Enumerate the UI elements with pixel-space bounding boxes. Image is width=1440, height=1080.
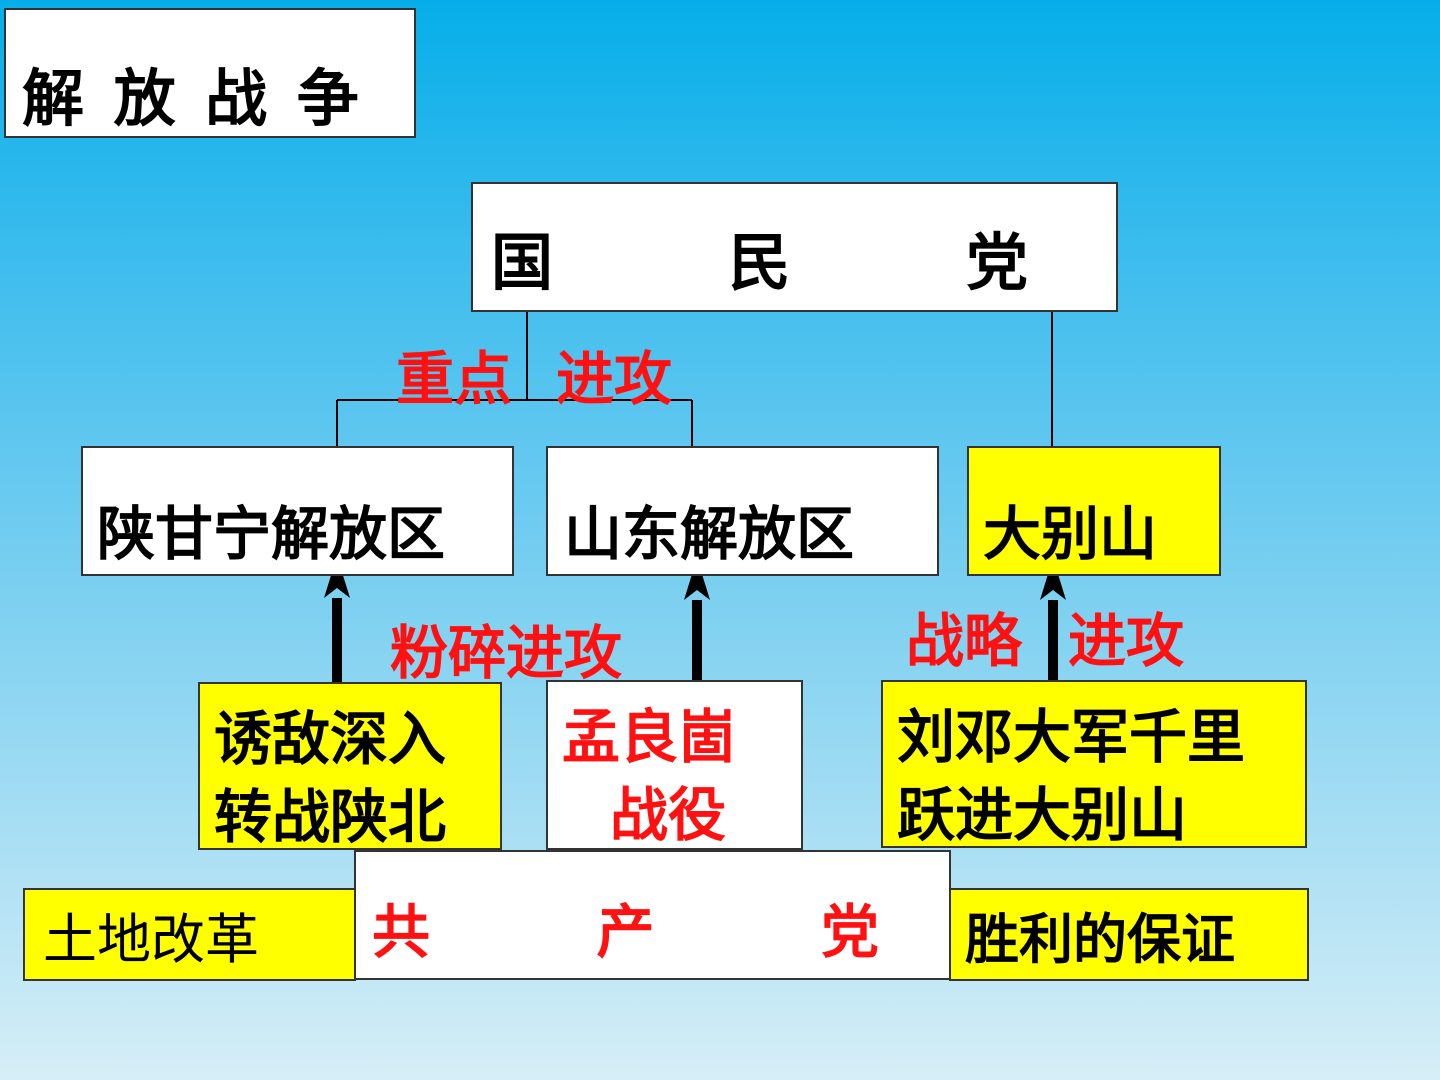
event-lure-line-1: 诱敌深入 xyxy=(214,705,447,773)
kmt-box: 国 民 党 xyxy=(471,182,1118,312)
event-lure-line-2: 转战陕北 xyxy=(214,783,447,852)
strategic-label-1: 战略 xyxy=(906,607,1023,675)
region-dabieshan: 大别山 xyxy=(967,446,1221,576)
region-dabieshan-label: 大别山 xyxy=(983,500,1158,568)
strategic-label-2: 进攻 xyxy=(1068,607,1185,675)
thick-arrow-left xyxy=(324,556,350,682)
kmt-char-3: 党 xyxy=(965,225,1028,299)
event-menglianggu-line-2: 战役 xyxy=(610,781,727,850)
title-text: 解 放 战 争 xyxy=(22,62,363,135)
land-reform-box: 土地改革 xyxy=(23,888,356,981)
kmt-char-1: 国 xyxy=(491,225,554,299)
title-box: 解 放 战 争 xyxy=(4,8,416,138)
event-liudeng-line-1: 刘邓大军千里 xyxy=(897,703,1246,771)
key-offensive-label-2: 进攻 xyxy=(556,345,673,413)
thick-arrow-middle xyxy=(684,558,710,680)
land-reform-label: 土地改革 xyxy=(43,908,259,971)
ccp-char-3: 党 xyxy=(820,898,879,967)
region-shaanganning: 陕甘宁解放区 xyxy=(81,446,514,576)
event-lure-enemy: 诱敌深入 转战陕北 xyxy=(198,682,502,851)
event-menglianggu-line-1: 孟良崮 xyxy=(562,703,737,771)
ccp-char-1: 共 xyxy=(372,898,431,967)
region-shandong: 山东解放区 xyxy=(546,446,939,576)
key-offensive-label-1: 重点 xyxy=(396,345,513,413)
smash-offensive-label: 粉碎进攻 xyxy=(390,619,623,687)
ccp-char-2: 产 xyxy=(596,898,655,967)
event-menglianggu: 孟良崮 战役 xyxy=(546,680,803,850)
region-shaanganning-label: 陕甘宁解放区 xyxy=(97,500,446,568)
kmt-char-2: 民 xyxy=(728,225,791,299)
event-liudeng-line-2: 跃进大别山 xyxy=(897,781,1188,850)
guarantee-label: 胜利的保证 xyxy=(965,908,1235,971)
thick-arrow-right xyxy=(1040,558,1066,680)
guarantee-box: 胜利的保证 xyxy=(949,888,1309,981)
event-liudeng-army: 刘邓大军千里 跃进大别山 xyxy=(881,680,1307,849)
ccp-box: 共 产 党 xyxy=(354,850,951,980)
region-shandong-label: 山东解放区 xyxy=(564,500,855,568)
